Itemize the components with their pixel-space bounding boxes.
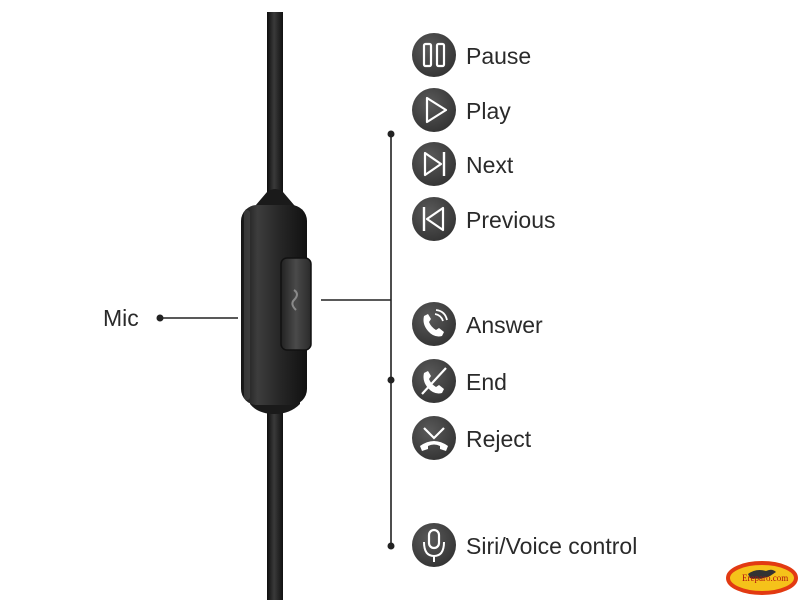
pause-icon [412,33,456,77]
next-icon [412,142,456,186]
watermark-text: Ereparo.com [742,573,789,583]
mic-label: Mic [103,305,139,331]
label-next: Next [466,152,514,178]
function-bracket [321,130,395,550]
reject-call-icon [412,416,456,460]
remote-button[interactable] [280,257,312,351]
play-icon [412,88,456,132]
end-call-icon [412,359,456,403]
label-previous: Previous [466,207,556,233]
label-pause: Pause [466,43,532,69]
microphone-icon [412,523,456,567]
label-answer: Answer [466,312,543,338]
label-siri-voice-control: Siri/Voice control [466,533,638,559]
watermark-logo [726,561,798,595]
answer-call-icon [412,302,456,346]
label-end: End [466,369,507,395]
cable-top [267,12,283,194]
watermark: Ereparo.com [728,562,794,594]
cable-bottom [267,404,283,600]
previous-icon [412,197,456,241]
label-reject: Reject [466,426,532,452]
inline-remote [241,189,307,414]
label-play: Play [466,98,511,124]
mic-leader-line [156,314,238,322]
